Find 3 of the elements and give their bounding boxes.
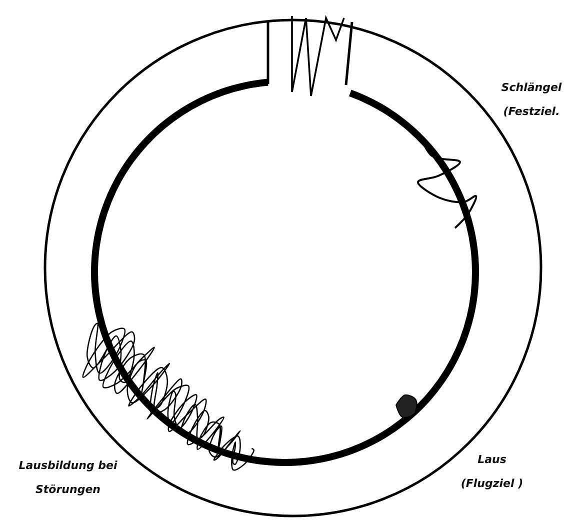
annotation-label: Schlängel (Festziel. <box>500 80 563 120</box>
annotation-label: Lausbildung bei Störungen <box>18 458 118 498</box>
annotation-label: Laus (Flugziel ) <box>460 452 524 492</box>
